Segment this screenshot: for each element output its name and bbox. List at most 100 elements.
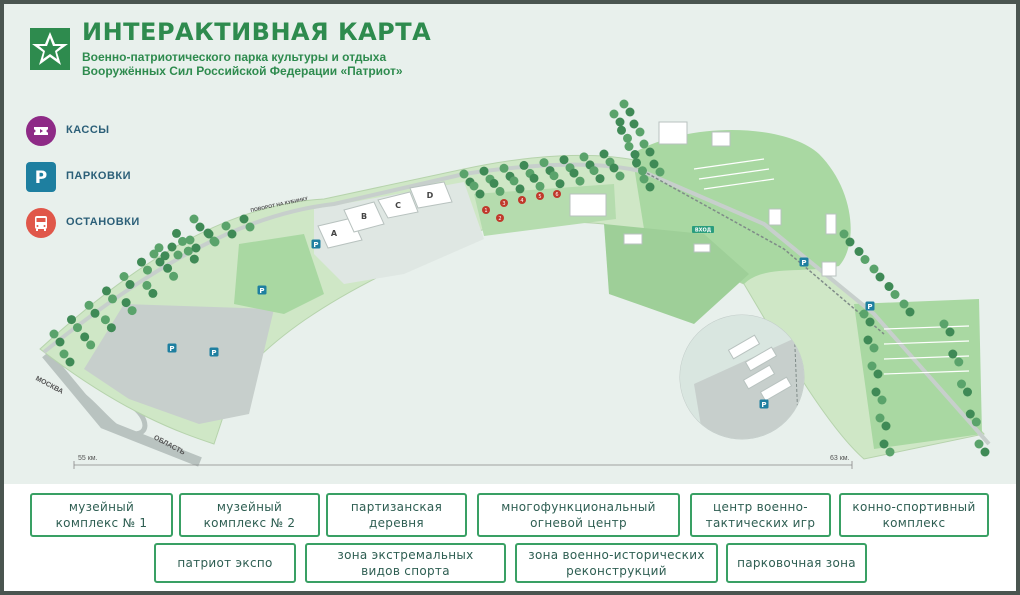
tree [865,317,875,327]
tree [221,221,231,231]
tree [629,119,639,129]
tree [189,214,199,224]
parking-marker[interactable]: P [865,301,875,312]
patriot-logo-icon [30,28,70,70]
tree [169,271,179,281]
sector-1-label: 1 [484,208,487,214]
parking-area-left[interactable] [84,304,274,424]
tree [589,166,599,176]
tree [195,222,205,232]
parking-marker[interactable]: P [209,347,219,358]
zone-button-tactical-games[interactable]: центр военно- тактических игр [690,493,831,537]
tree [639,139,649,149]
park-map[interactable]: A B C D 1 2 3 4 5 [4,4,1016,484]
highway [42,350,202,467]
tree [877,395,887,405]
parking-marker[interactable]: P [257,285,267,296]
tree [625,107,635,117]
parking-marker[interactable]: P [167,343,177,354]
sector-4-label: 4 [520,198,523,204]
tree [569,168,579,178]
tree [980,447,990,457]
inset-zoom[interactable] [674,314,814,444]
railway [633,165,885,335]
pavilion-c[interactable]: C [377,191,419,219]
zone-button-reconstructions[interactable]: зона военно-исторических реконструкций [515,543,718,583]
tree [854,247,864,256]
zone-button-museum-1[interactable]: музейный комплекс № 1 [30,493,173,537]
entrance-marker[interactable]: ВХОД [692,226,714,234]
tree [645,182,655,192]
legend-parking[interactable]: P ПАРКОВКИ [26,162,186,192]
tree [869,343,879,353]
parking-icon-letter: P [35,168,47,188]
parking-markers[interactable]: P P P P P P P [167,239,875,410]
pavilions[interactable]: A B C D [317,181,453,249]
tree [191,243,201,253]
entrance-label: ВХОД [695,228,712,234]
zone-button-partisan-village[interactable]: партизанская деревня [326,493,467,537]
tree [595,174,605,184]
zone-button-museum-2[interactable]: музейный комплекс № 2 [179,493,320,537]
tree [873,369,883,379]
zone-button-parking-zone-label: парковочная зона [737,556,856,570]
tree [615,117,625,127]
tree [839,229,849,239]
tree [559,155,569,165]
tree [65,357,75,367]
zone-button-reconstructions-label: зона военно-исторических реконструкций [528,548,705,578]
parking-icon: P [26,162,56,192]
zone-button-extreme-sports[interactable]: зона экстремальных видов спорта [305,543,506,583]
tree [555,179,565,189]
legend-bus-stops[interactable]: ОСТАНОВКИ [26,208,186,238]
zone-button-fire-center[interactable]: многофункциональный огневой центр [477,493,680,537]
tree [954,357,964,367]
bus-icon [26,208,56,238]
zone-button-patriot-expo[interactable]: патриот экспо [154,543,296,583]
tree [127,306,137,316]
tactical-area[interactable] [604,224,749,324]
parking-marker[interactable]: P [311,239,321,250]
sector-markers[interactable]: 1 2 3 4 5 6 [482,190,561,222]
tree [154,243,164,253]
tree [172,228,181,238]
pavilion-d-label: D [427,191,434,200]
distance-left-label: 55 км. [78,455,98,462]
tree [80,332,90,342]
tree [875,413,885,423]
sector-3-label: 3 [502,201,505,207]
tree [185,235,195,245]
tree [881,421,891,431]
tree [905,307,915,317]
zone-button-parking-zone[interactable]: парковочная зона [726,543,867,583]
parking-marker[interactable]: P [759,399,769,410]
subtitle-line-2: Вооружённых Сил Российской Федерации «Па… [82,64,403,78]
legend-tickets[interactable]: КАССЫ [26,116,186,146]
trees [49,99,990,457]
pavilion-b-label: B [361,212,367,221]
tree [845,237,855,247]
tree [495,186,505,196]
pavilion-d[interactable]: D [409,181,453,209]
zone-button-patriot-expo-label: патриот экспо [177,556,273,570]
tree [509,176,519,186]
tree [963,387,972,397]
tree [155,257,165,267]
tree [142,280,152,290]
tree [73,323,82,333]
parking-marker[interactable]: P [799,257,809,268]
pavilion-b[interactable]: B [343,201,385,233]
tree [173,250,183,260]
tree [869,264,879,274]
tree [519,160,529,170]
parking-marker-letter: P [801,259,806,267]
parking-marker-letter: P [313,241,318,249]
tree [245,222,255,232]
tree [209,236,219,246]
tree [67,315,76,325]
zone-button-equestrian[interactable]: конно-спортивный комплекс [839,493,989,537]
tree [489,178,499,188]
pavilion-a-label: A [331,229,338,238]
tree [619,99,629,109]
tree [632,158,641,168]
